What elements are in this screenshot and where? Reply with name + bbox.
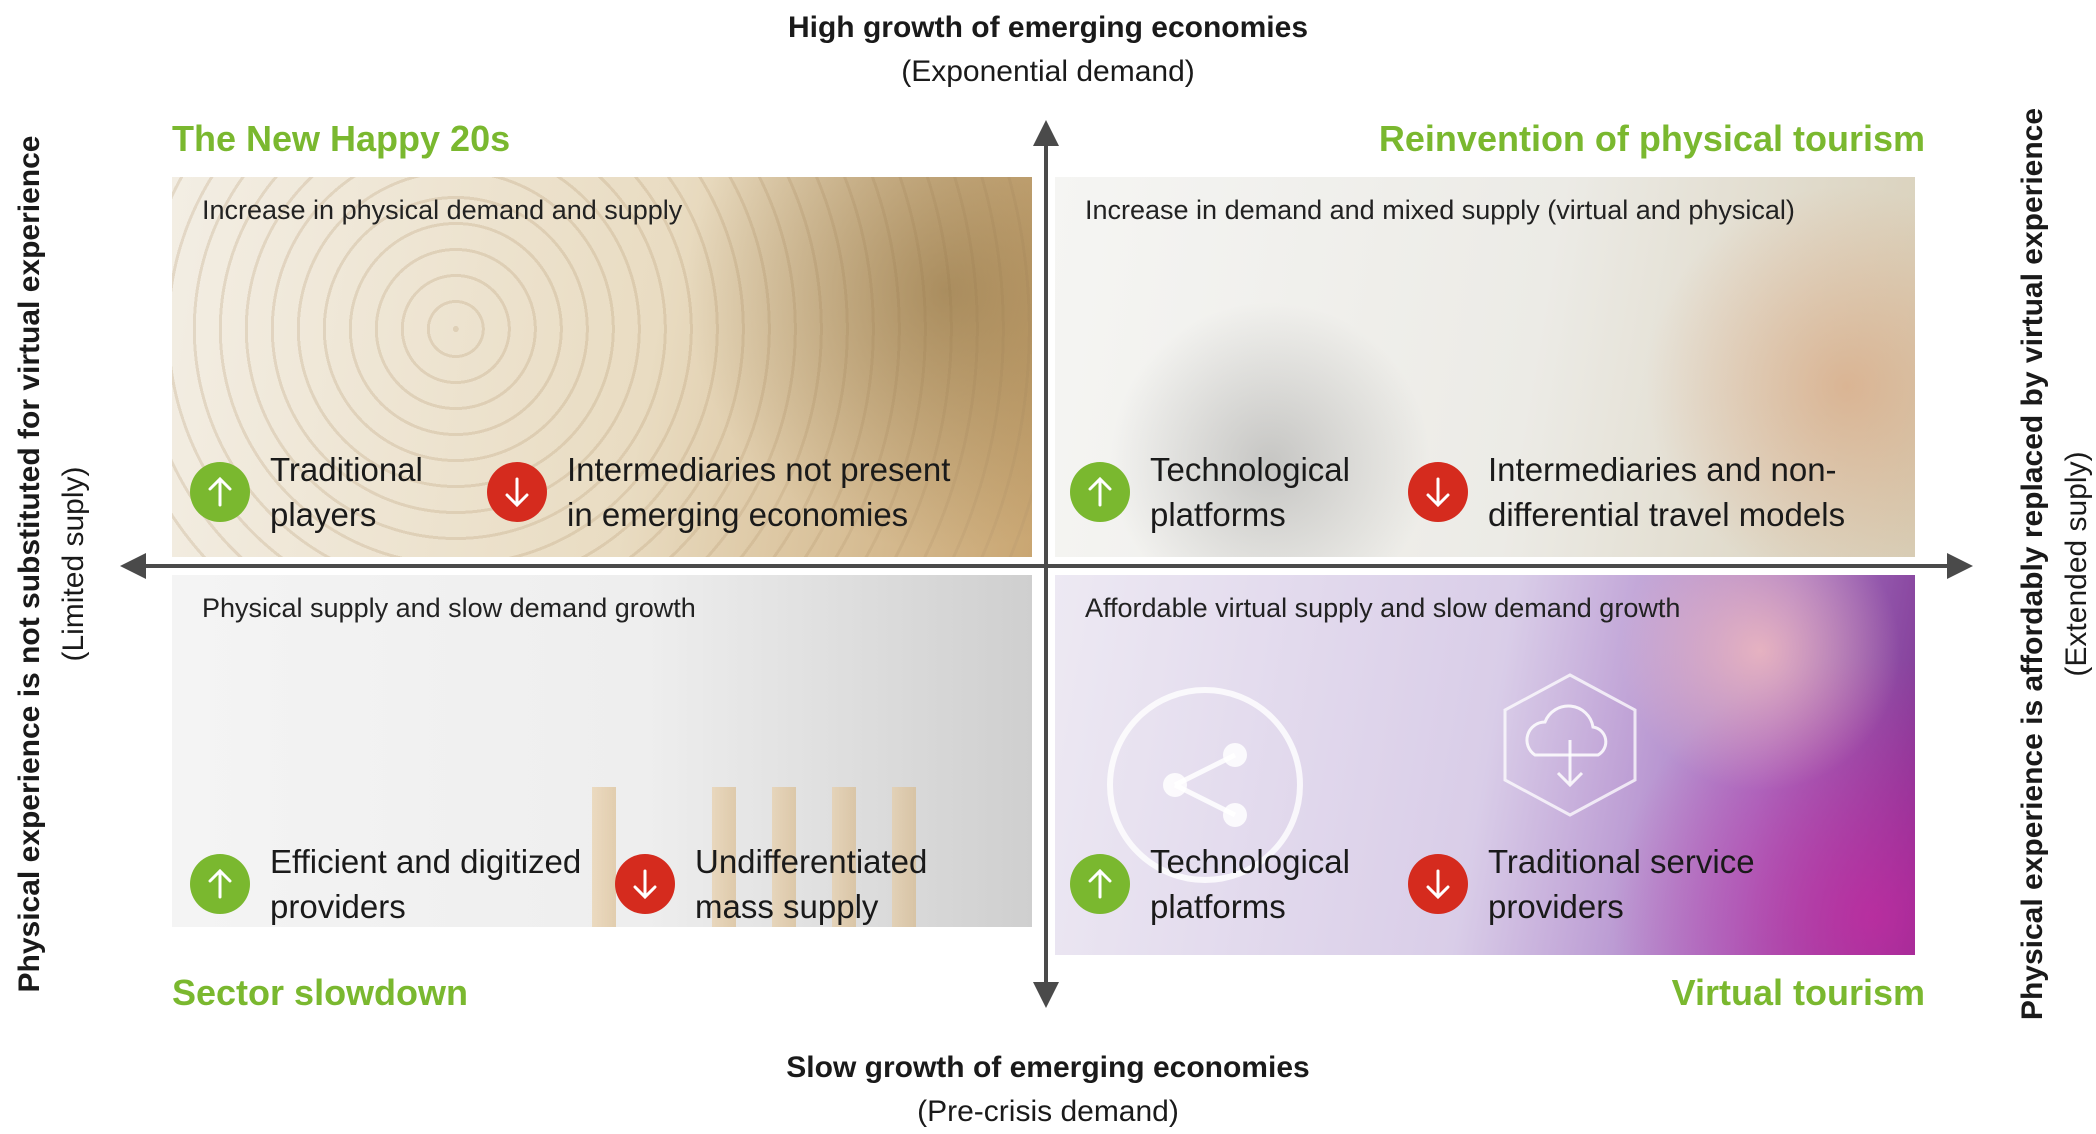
decrease-item: Traditional service providers bbox=[1408, 839, 1755, 929]
axis-arrowhead-right bbox=[1947, 553, 1973, 579]
right-axis-subtitle: (Extended suply) bbox=[2060, 451, 2093, 677]
quadrant-title-bottom-left: Sector slowdown bbox=[172, 972, 469, 1013]
increase-label-line: Technological bbox=[1150, 843, 1350, 880]
domino-block bbox=[832, 787, 856, 927]
right-axis-title: Physical experience is affordably replac… bbox=[2016, 107, 2049, 1021]
quadrant-title-top-right: Reinvention of physical tourism bbox=[1378, 118, 1925, 159]
increase-item: Efficient and digitized providers bbox=[190, 839, 581, 929]
panel-caption: Affordable virtual supply and slow deman… bbox=[1085, 593, 1681, 623]
cloud-download-icon bbox=[1503, 673, 1637, 817]
quadrant-panel-top-right: Increase in demand and mixed supply (vir… bbox=[1055, 177, 1915, 557]
decrease-label-line: Intermediaries and non- bbox=[1488, 451, 1837, 488]
increase-item: Technological platforms bbox=[1070, 447, 1350, 537]
share-icon bbox=[1107, 687, 1303, 883]
decrease-label-line: Intermediaries not present bbox=[567, 451, 951, 488]
panel-caption: Physical supply and slow demand growth bbox=[202, 593, 696, 623]
domino-block bbox=[772, 787, 796, 927]
arrow-up-icon bbox=[190, 462, 250, 522]
quadrant-panel-bottom-right: Affordable virtual supply and slow deman… bbox=[1055, 575, 1915, 955]
axis-arrowhead-down bbox=[1033, 982, 1059, 1008]
increase-item: Technological platforms bbox=[1070, 839, 1350, 929]
right-axis-label: Physical experience is affordably replac… bbox=[2011, 64, 2096, 1064]
increase-label-line: Technological bbox=[1150, 451, 1350, 488]
arrow-up-icon bbox=[1070, 462, 1130, 522]
increase-label-line: Efficient and digitized bbox=[270, 843, 582, 880]
decrease-item: Intermediaries not present in emerging e… bbox=[487, 447, 950, 537]
domino-block bbox=[892, 787, 916, 927]
arrow-up-icon bbox=[1070, 854, 1130, 914]
quadrant-title-top-left: The New Happy 20s bbox=[172, 118, 511, 159]
increase-label-line: platforms bbox=[1150, 496, 1286, 533]
arrow-down-icon bbox=[1408, 854, 1468, 914]
decrease-label-line: mass supply bbox=[695, 888, 879, 925]
quadrant-panel-top-left: Increase in physical demand and supply T… bbox=[172, 177, 1032, 557]
left-axis-label: Physical experience is not substituted f… bbox=[8, 64, 96, 1064]
arrow-down-icon bbox=[615, 854, 675, 914]
decrease-label-line: providers bbox=[1488, 888, 1624, 925]
domino-block bbox=[592, 787, 616, 927]
increase-label-line: platforms bbox=[1150, 888, 1286, 925]
bottom-axis-subtitle: (Pre-crisis demand) bbox=[917, 1095, 1179, 1128]
top-axis-subtitle: (Exponential demand) bbox=[901, 55, 1195, 88]
axis-arrowhead-up bbox=[1033, 120, 1059, 146]
bottom-axis-label: Slow growth of emerging economies (Pre-c… bbox=[548, 1046, 1548, 1134]
arrow-down-icon bbox=[1408, 462, 1468, 522]
quadrant-title-bottom-right: Virtual tourism bbox=[1671, 972, 1925, 1013]
axis-arrowhead-left bbox=[120, 553, 146, 579]
panel-caption: Increase in physical demand and supply bbox=[202, 195, 683, 225]
increase-item: Traditional players bbox=[190, 447, 423, 537]
decrease-label-line: in emerging economies bbox=[567, 496, 909, 533]
panel-caption: Increase in demand and mixed supply (vir… bbox=[1085, 195, 1795, 225]
increase-label-line: players bbox=[270, 496, 377, 533]
top-axis-label: High growth of emerging economies (Expon… bbox=[548, 6, 1548, 94]
increase-label-line: providers bbox=[270, 888, 406, 925]
domino-block bbox=[712, 787, 736, 927]
decrease-label-line: Undifferentiated bbox=[695, 843, 928, 880]
decrease-label-line: Traditional service bbox=[1488, 843, 1755, 880]
left-axis-title: Physical experience is not substituted f… bbox=[13, 135, 46, 993]
arrow-up-icon bbox=[190, 854, 250, 914]
left-axis-subtitle: (Limited suply) bbox=[57, 466, 90, 662]
increase-label-line: Traditional bbox=[270, 451, 423, 488]
arrow-down-icon bbox=[487, 462, 547, 522]
bottom-axis-title: Slow growth of emerging economies bbox=[786, 1051, 1310, 1084]
top-axis-title: High growth of emerging economies bbox=[787, 11, 1309, 44]
decrease-label-line: differential travel models bbox=[1488, 496, 1846, 533]
quadrant-panel-bottom-left: Physical supply and slow demand growth E… bbox=[172, 575, 1032, 955]
decrease-item: Intermediaries and non- differential tra… bbox=[1408, 447, 1845, 537]
decrease-item: Undifferentiated mass supply bbox=[615, 839, 927, 929]
